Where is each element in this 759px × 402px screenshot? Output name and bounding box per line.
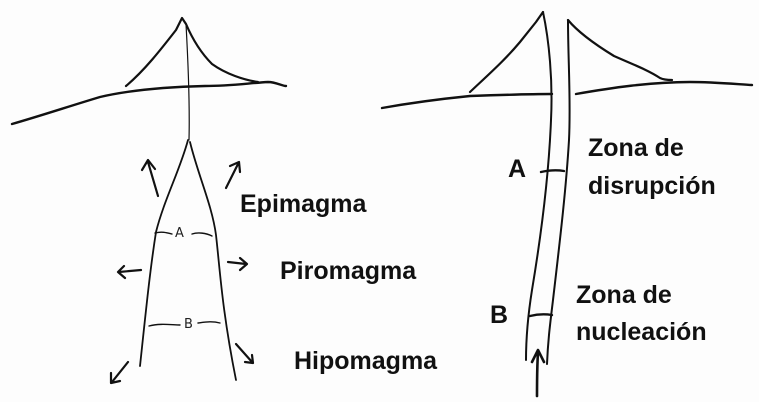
right-ground-surface-left bbox=[382, 94, 552, 108]
arrow-upper-left-icon bbox=[142, 160, 158, 196]
left-ground-surface bbox=[12, 82, 286, 124]
disruption-zone-label-line2: disrupción bbox=[588, 174, 716, 199]
right-volcano bbox=[382, 12, 752, 108]
left-central-vent bbox=[186, 24, 189, 140]
arrow-middle-right-icon bbox=[228, 258, 247, 270]
right-conduit bbox=[526, 12, 570, 396]
right-point-b-label: B bbox=[490, 303, 508, 328]
left-chamber-wall-left bbox=[140, 140, 188, 366]
right-ground-surface-right bbox=[576, 82, 752, 94]
nucleation-zone-label-line1: Zona de bbox=[576, 283, 672, 308]
magma-ascent-arrow-icon bbox=[532, 350, 544, 396]
right-point-a-label: A bbox=[508, 157, 526, 182]
nucleation-zone-label-line2: nucleación bbox=[576, 320, 707, 345]
disruption-zone-label-line1: Zona de bbox=[588, 136, 684, 161]
right-level-b-line bbox=[530, 314, 552, 316]
left-expansion-arrows bbox=[111, 160, 253, 383]
arrow-lower-left-icon bbox=[111, 362, 128, 383]
right-volcano-cone-left bbox=[470, 12, 543, 92]
left-chamber-wall-right bbox=[190, 142, 236, 380]
right-volcano-cone-right bbox=[568, 20, 672, 80]
right-conduit-wall-left bbox=[526, 12, 552, 360]
left-volcano bbox=[12, 18, 286, 124]
left-volcano-cone bbox=[126, 18, 258, 86]
hipomagma-label: Hipomagma bbox=[294, 349, 437, 374]
piromagma-label: Piromagma bbox=[280, 259, 416, 284]
left-point-b-label: B bbox=[184, 318, 193, 331]
right-level-a-line bbox=[541, 170, 564, 172]
left-point-a-label: A bbox=[175, 227, 184, 240]
arrow-middle-left-icon bbox=[118, 266, 141, 278]
epimagma-label: Epimagma bbox=[240, 192, 366, 217]
arrow-lower-right-icon bbox=[236, 344, 253, 363]
arrow-upper-right-icon bbox=[226, 162, 240, 188]
